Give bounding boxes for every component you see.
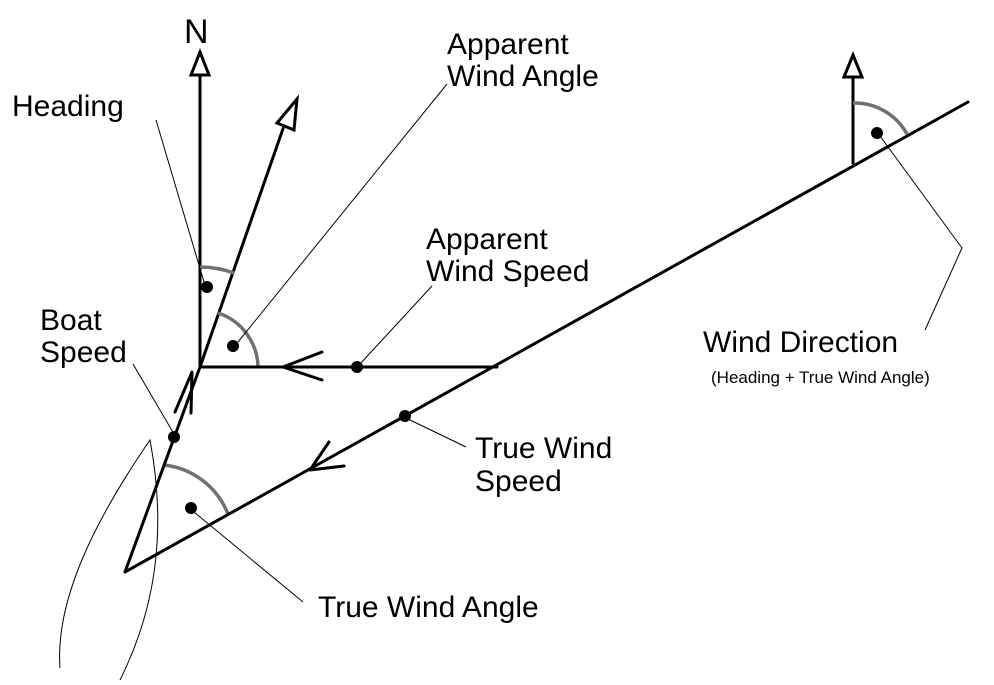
boat-speed-leader bbox=[132, 363, 175, 435]
boat-hull-outline bbox=[59, 438, 159, 681]
true-wind-speed-dot bbox=[399, 410, 411, 422]
wind-direction-note: (Heading + True Wind Angle) bbox=[711, 368, 930, 387]
true-wind-angle-leader bbox=[193, 511, 304, 603]
apparent-wind-angle-label: Apparent Wind Angle bbox=[447, 28, 599, 93]
apparent-wind-angle-label-line2: Wind Angle bbox=[447, 60, 599, 93]
wind-direction-north-arrowhead bbox=[841, 51, 865, 79]
wind-direction-leader bbox=[879, 135, 963, 331]
true-wind-angle-label: True Wind Angle bbox=[318, 591, 539, 624]
apparent-wind-speed-leader bbox=[359, 285, 433, 365]
heading-vector bbox=[198, 121, 287, 369]
north-label: N bbox=[184, 13, 209, 51]
boat-speed-dot bbox=[168, 431, 180, 443]
boat-speed-label: Boat Speed bbox=[40, 304, 127, 369]
true-wind-speed-label: True Wind Speed bbox=[475, 432, 621, 498]
north-arrowhead bbox=[188, 47, 212, 77]
heading-label: Heading bbox=[12, 90, 124, 123]
apparent-wind-angle-arc bbox=[217, 311, 260, 368]
true-wind-angle-arc bbox=[163, 463, 230, 515]
true-wind-speed-arrowhead bbox=[308, 440, 346, 472]
boat-speed-vector bbox=[123, 365, 202, 574]
boat-speed-label-line1: Boat bbox=[40, 304, 102, 337]
true-wind-speed-label-line2: Speed bbox=[475, 465, 562, 498]
heading-dot bbox=[201, 281, 213, 293]
true-wind-speed-label-line1: True Wind bbox=[475, 432, 612, 465]
wind-direction-arc bbox=[852, 101, 909, 135]
apparent-wind-speed-label-line1: Apparent bbox=[426, 223, 548, 256]
boat-speed-arrowhead bbox=[173, 370, 194, 415]
true-wind-angle-dot bbox=[185, 502, 197, 514]
apparent-wind-speed-label-line2: Wind Speed bbox=[426, 255, 589, 288]
apparent-wind-angle-dot bbox=[227, 340, 239, 352]
apparent-wind-speed-arrowhead bbox=[281, 350, 324, 382]
heading-arrowhead bbox=[274, 94, 299, 133]
apparent-wind-angle-label-line1: Apparent bbox=[447, 28, 569, 61]
heading-leader bbox=[155, 119, 205, 283]
apparent-wind-angle-leader bbox=[237, 83, 448, 343]
true-wind-speed-leader bbox=[407, 418, 467, 448]
apparent-wind-speed-label: Apparent Wind Speed bbox=[426, 223, 589, 288]
true-wind-speed-vector bbox=[123, 100, 970, 574]
heading-arc bbox=[199, 265, 235, 275]
boat-speed-label-line2: Speed bbox=[40, 336, 127, 369]
wind-direction-label: Wind Direction bbox=[703, 326, 898, 359]
